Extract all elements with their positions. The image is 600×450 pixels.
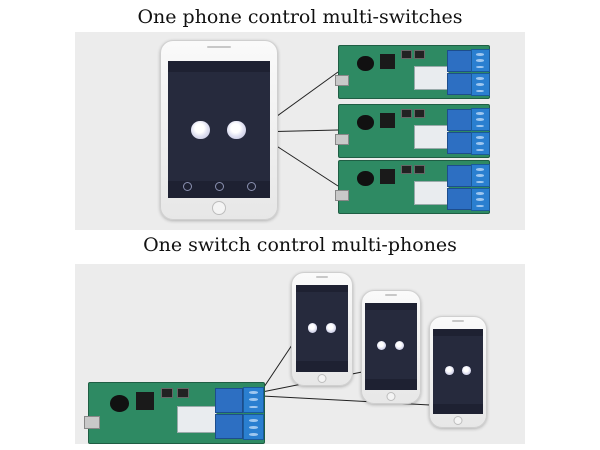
- terminal-block: [471, 108, 490, 131]
- usb-port: [83, 416, 100, 429]
- settings-icon[interactable]: [246, 181, 256, 191]
- usb-port: [334, 133, 349, 145]
- relay-board-3: [334, 160, 490, 214]
- phone-screen[interactable]: [365, 303, 417, 390]
- capacitor: [357, 171, 374, 186]
- switch-2-toggle[interactable]: [395, 341, 405, 351]
- regulator-chip: [379, 112, 395, 129]
- relay: [447, 73, 472, 95]
- terminal-block: [471, 132, 490, 155]
- phone-bottom-2: [361, 290, 421, 404]
- switch-1-toggle[interactable]: [444, 366, 454, 376]
- phone-bottom-1: [291, 272, 353, 386]
- terminal-block: [243, 414, 265, 441]
- terminal-block: [471, 188, 490, 211]
- relay: [215, 414, 244, 439]
- push-button: [176, 387, 189, 399]
- switch-2-toggle[interactable]: [461, 366, 471, 376]
- terminal-block: [243, 386, 265, 413]
- wifi-module: [414, 65, 449, 90]
- terminal-block: [471, 49, 490, 72]
- regulator-chip: [136, 392, 154, 410]
- switch-1-toggle[interactable]: [377, 341, 387, 351]
- schedule-icon[interactable]: [214, 181, 225, 191]
- phone-screen[interactable]: [295, 285, 349, 372]
- phone-screen[interactable]: [433, 329, 483, 414]
- wifi-module: [414, 180, 449, 205]
- top-heading: One phone control multi-switches: [137, 6, 463, 28]
- phone-screen[interactable]: [167, 60, 271, 198]
- phone-speaker: [207, 46, 231, 49]
- usb-port: [334, 189, 349, 201]
- capacitor: [357, 115, 374, 130]
- phone-bottom-3: [429, 316, 487, 428]
- push-button: [160, 387, 174, 399]
- timer-icon[interactable]: [183, 181, 193, 191]
- relay-board-2: [334, 104, 490, 158]
- wifi-module: [414, 124, 449, 149]
- terminal-block: [471, 164, 490, 187]
- switch-2-toggle[interactable]: [227, 120, 246, 140]
- phone-top: [160, 40, 278, 220]
- push-button: [414, 165, 425, 175]
- relay: [447, 50, 472, 72]
- switch-2-toggle[interactable]: [326, 323, 336, 333]
- push-button: [414, 50, 425, 60]
- relay: [447, 188, 472, 210]
- push-button: [400, 50, 412, 60]
- regulator-chip: [379, 53, 395, 70]
- relay: [447, 165, 472, 187]
- relay: [447, 109, 472, 131]
- relay: [215, 387, 244, 413]
- relay-board-1: [334, 45, 490, 99]
- push-button: [414, 109, 425, 119]
- capacitor: [357, 56, 374, 71]
- regulator-chip: [379, 168, 395, 185]
- switch-1-toggle[interactable]: [307, 323, 318, 333]
- capacitor: [110, 395, 130, 412]
- home-button: [212, 201, 226, 216]
- bottom-heading: One switch control multi-phones: [143, 234, 457, 256]
- push-button: [400, 109, 412, 119]
- switch-1-toggle[interactable]: [191, 120, 210, 140]
- relay: [447, 132, 472, 154]
- terminal-block: [471, 73, 490, 96]
- usb-port: [334, 74, 349, 86]
- app-header-bar: [167, 60, 271, 72]
- wifi-module: [176, 405, 217, 433]
- push-button: [400, 165, 412, 175]
- relay-board-main: [83, 382, 265, 444]
